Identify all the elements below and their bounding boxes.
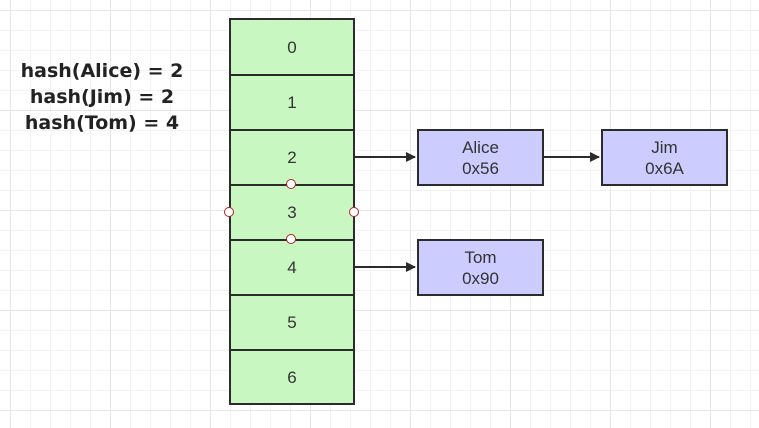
selection-handle-top[interactable]: [286, 179, 296, 189]
bucket-5[interactable]: 5: [231, 294, 353, 349]
hash-formulas: hash(Alice) = 2 hash(Jim) = 2 hash(Tom) …: [12, 58, 192, 136]
node-alice-name: Alice: [462, 137, 499, 157]
bucket-array[interactable]: 0 1 2 3 4 5 6: [229, 18, 355, 405]
node-tom[interactable]: Tom 0x90: [417, 239, 544, 296]
node-jim-address: 0x6A: [645, 158, 684, 178]
bucket-0[interactable]: 0: [287, 37, 297, 57]
node-tom-address: 0x90: [462, 268, 499, 288]
bucket-4[interactable]: 4: [231, 239, 353, 294]
node-jim-name: Jim: [651, 137, 678, 157]
selection-handle-right[interactable]: [349, 207, 359, 217]
bucket-2[interactable]: 2: [231, 129, 353, 184]
formula-jim: hash(Jim) = 2: [29, 86, 175, 108]
formula-alice: hash(Alice) = 2: [20, 60, 184, 82]
formula-tom: hash(Tom) = 4: [24, 112, 180, 134]
bucket-6[interactable]: 6: [231, 349, 353, 404]
selection-handle-bottom[interactable]: [286, 234, 296, 244]
selection-handle-left[interactable]: [224, 207, 234, 217]
node-alice-address: 0x56: [462, 158, 499, 178]
bucket-3[interactable]: 3: [231, 184, 353, 239]
node-jim[interactable]: Jim 0x6A: [601, 129, 728, 186]
node-alice[interactable]: Alice 0x56: [417, 129, 544, 186]
bucket-1[interactable]: 1: [231, 74, 353, 129]
node-tom-name: Tom: [464, 247, 497, 267]
